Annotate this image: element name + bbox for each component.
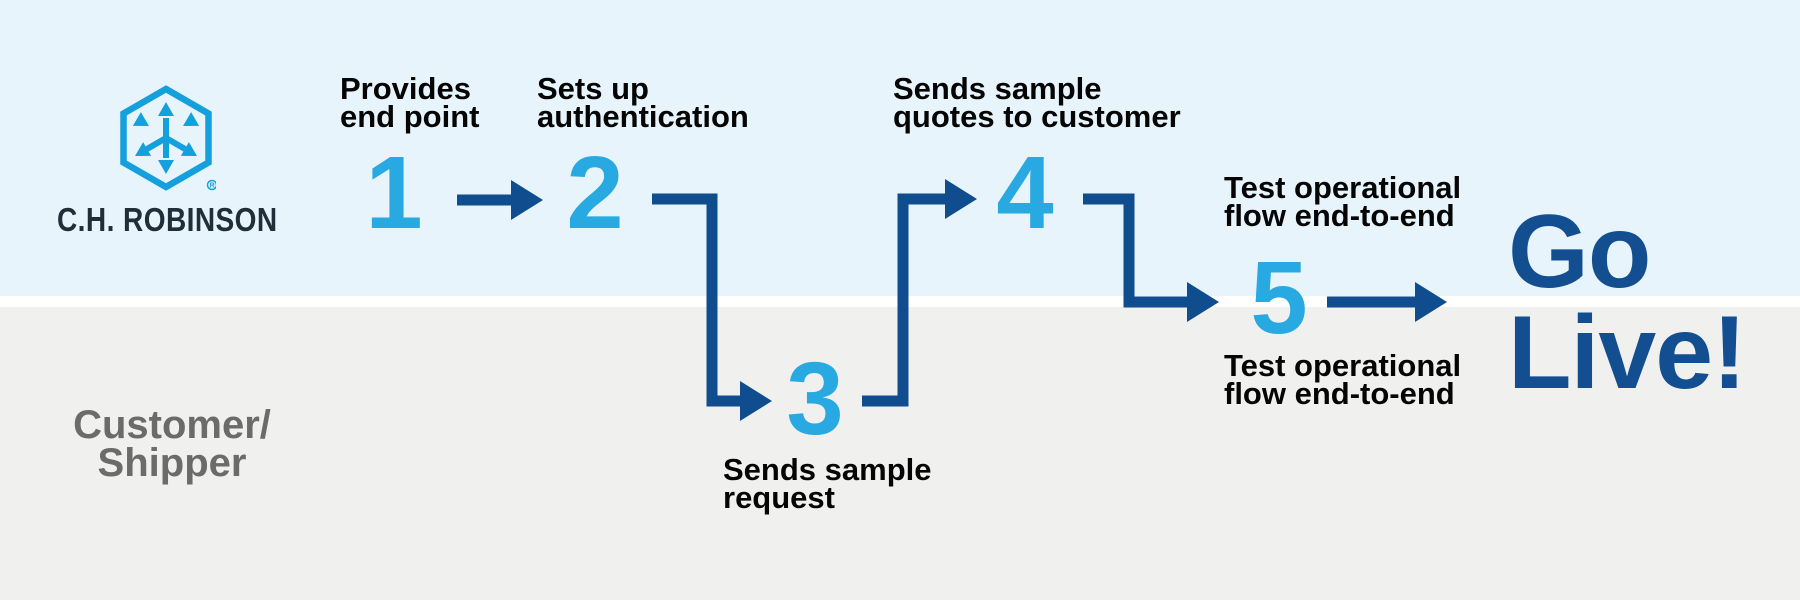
- logo-hexagon: [120, 85, 212, 191]
- go-live-text: Go Live!: [1508, 194, 1747, 411]
- company-name: C.H. ROBINSON: [57, 201, 278, 238]
- step1-label: Provides end point: [340, 71, 480, 134]
- step5-number: 5: [1250, 240, 1308, 355]
- step2-number: 2: [566, 135, 624, 250]
- step4-label: Sends sample quotes to customer: [893, 71, 1181, 134]
- step1-number: 1: [365, 135, 423, 250]
- svg-text:R: R: [210, 183, 215, 190]
- step5-label-top: Test operational flow end-to-end: [1224, 170, 1462, 233]
- step3-number: 3: [786, 341, 844, 456]
- step4-number: 4: [996, 135, 1054, 250]
- lane-customer-shipper-label: Customer/ Shipper: [73, 403, 271, 485]
- step5-label-bottom: Test operational flow end-to-end: [1224, 348, 1462, 411]
- chrobinson-logo-icon: R: [120, 85, 216, 191]
- step2-label: Sets up authentication: [537, 71, 749, 134]
- registered-trademark-icon: [206, 179, 216, 191]
- step3-label: Sends sample request: [723, 452, 932, 515]
